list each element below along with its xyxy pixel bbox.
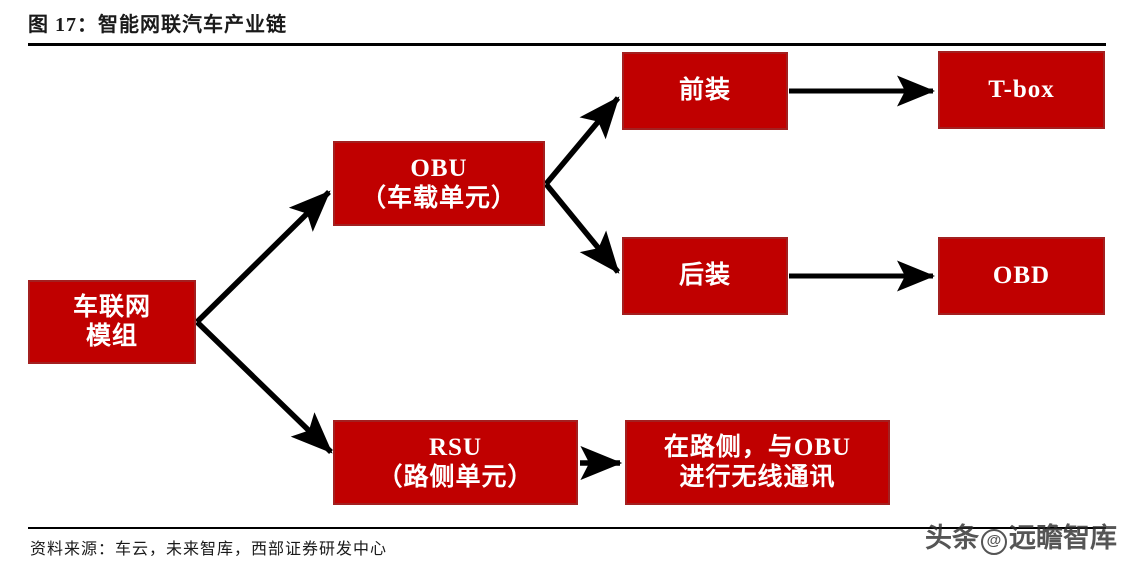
watermark-at-icon: @ <box>981 529 1007 555</box>
node-label-line2: （路侧单元） <box>377 463 534 491</box>
node-rear-install[interactable]: 后装 <box>622 237 788 315</box>
node-label-line1: 前装 <box>678 77 731 105</box>
node-label-line1: 在路侧，与OBU <box>663 434 852 461</box>
node-label-line1: OBU <box>410 155 468 182</box>
node-label-line1: RSU <box>428 434 482 461</box>
edge-obu-to-front-install <box>543 96 621 186</box>
header-divider-rule <box>28 43 1106 46</box>
edge-obu-to-rear-install <box>543 182 621 274</box>
edge-module-to-obu <box>195 190 331 324</box>
watermark-prefix-text: 头条 <box>925 523 979 553</box>
node-label-line1: 后装 <box>678 262 731 290</box>
node-roadside-note[interactable]: 在路侧，与OBU 进行无线通讯 <box>625 420 890 505</box>
node-label-line1: T-box <box>988 76 1055 104</box>
figure-title: 图 17：智能网联汽车产业链 <box>28 14 287 36</box>
node-obu[interactable]: OBU （车载单元） <box>333 141 545 226</box>
node-label-line2: 进行无线通讯 <box>679 463 836 491</box>
node-front-install[interactable]: 前装 <box>622 52 788 130</box>
node-label-line2: （车载单元） <box>360 184 517 212</box>
node-label-line1: OBD <box>992 262 1051 290</box>
node-vehicle-network-module[interactable]: 车联网 模组 <box>28 280 196 364</box>
node-label-line1: 车联网 <box>72 293 151 321</box>
watermark-suffix-text: 远瞻智库 <box>1009 523 1117 553</box>
node-rsu[interactable]: RSU （路侧单元） <box>333 420 578 505</box>
footer-divider-rule <box>28 527 1106 529</box>
figure-source-note: 资料来源：车云，未来智库，西部证券研发中心 <box>30 541 388 558</box>
node-obd[interactable]: OBD <box>938 237 1105 315</box>
watermark: 头条@远瞻智库 <box>925 516 1117 555</box>
edge-module-to-rsu <box>195 320 333 454</box>
node-label-line2: 模组 <box>85 323 138 350</box>
node-tbox[interactable]: T-box <box>938 51 1105 129</box>
